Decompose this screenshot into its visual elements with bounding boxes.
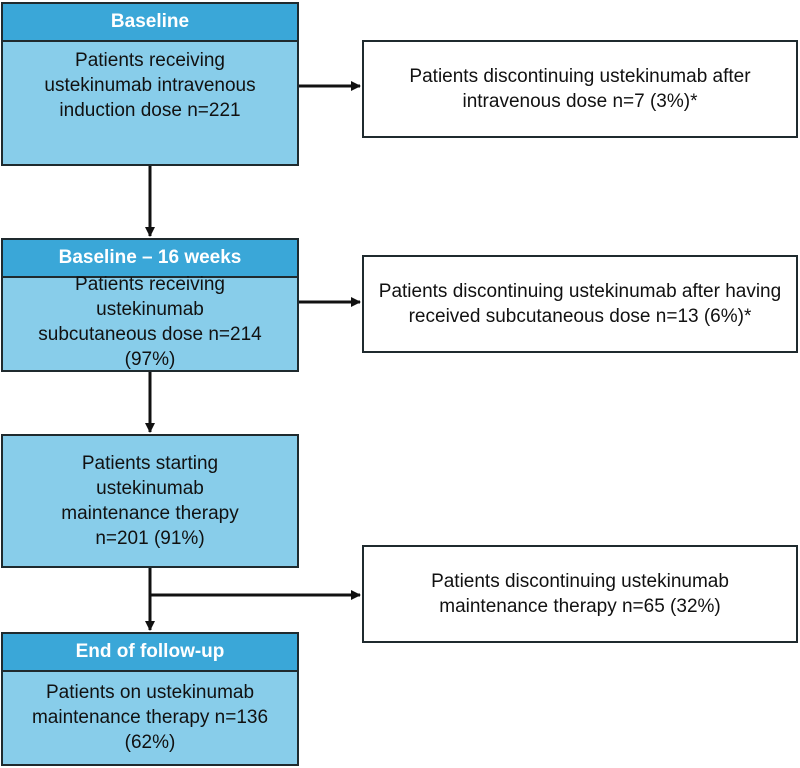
discontinue-text-maintenance: Patients discontinuing ustekinumab maint… xyxy=(431,571,729,617)
stage-box-maintenance-start: Patients starting ustekinumab maintenanc… xyxy=(1,434,299,568)
stage-header-16-weeks: Baseline – 16 weeks xyxy=(3,240,297,278)
stage-text-16-weeks: Patients receiving ustekinumab subcutane… xyxy=(38,274,262,370)
stage-text-end-of-follow-up: Patients on ustekinumab maintenance ther… xyxy=(31,681,269,753)
discontinue-box-maintenance: Patients discontinuing ustekinumab maint… xyxy=(362,545,798,643)
stage-box-end-of-follow-up: End of follow-up Patients on ustekinumab… xyxy=(1,632,299,766)
stage-box-baseline: Baseline Patients receiving ustekinumab … xyxy=(1,2,299,166)
stage-text-maintenance-start: Patients starting ustekinumab maintenanc… xyxy=(61,453,239,549)
stage-header-end-of-follow-up: End of follow-up xyxy=(3,634,297,672)
stage-box-16-weeks: Baseline – 16 weeks Patients receiving u… xyxy=(1,238,299,372)
discontinue-text-intravenous: Patients discontinuing ustekinumab after… xyxy=(409,66,751,112)
discontinue-text-subcutaneous: Patients discontinuing ustekinumab after… xyxy=(378,281,782,327)
stage-header-baseline: Baseline xyxy=(3,4,297,42)
discontinue-box-subcutaneous: Patients discontinuing ustekinumab after… xyxy=(362,255,798,353)
stage-text-baseline: Patients receiving ustekinumab intraveno… xyxy=(44,49,256,121)
discontinue-box-intravenous: Patients discontinuing ustekinumab after… xyxy=(362,40,798,138)
